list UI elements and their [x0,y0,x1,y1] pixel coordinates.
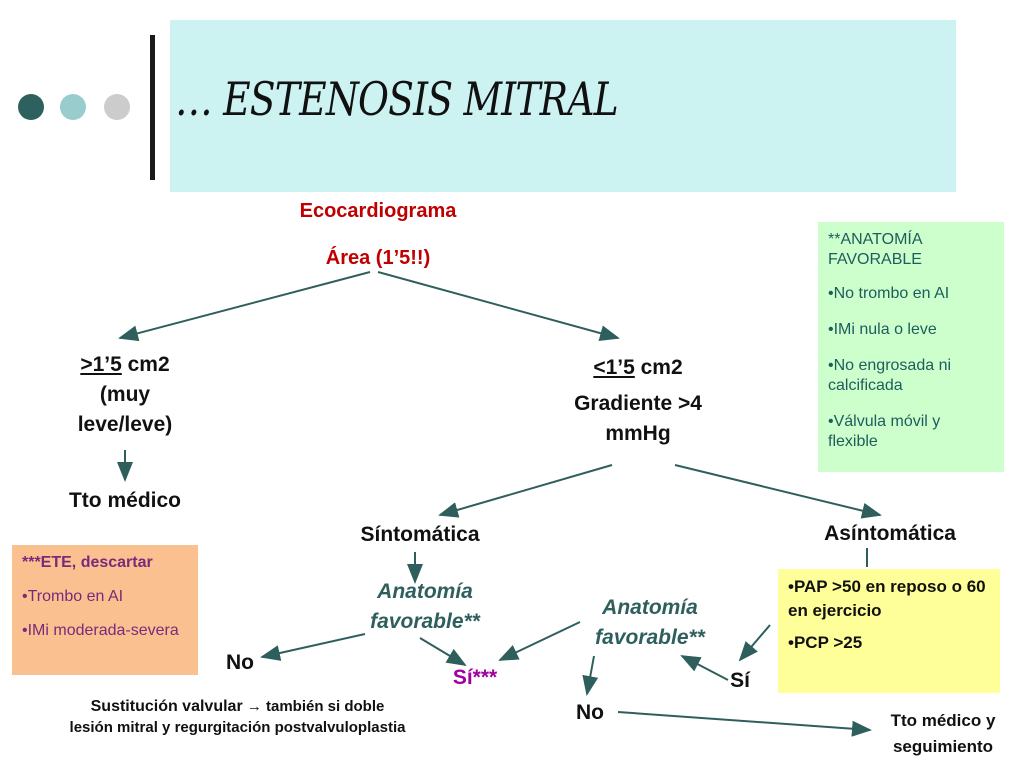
yellow-box-item-1: •PAP >50 en reposo o 60 en ejercicio [788,577,986,620]
anatomia-favorable-right: Anatomía favorable** [560,593,740,653]
sintomatica-label: Síntomática [360,523,480,546]
pap-pcp-box: •PAP >50 en reposo o 60 en ejercicio •PC… [778,569,1000,693]
arrow-right-to-sintomatica [438,464,613,518]
area-label: Área (1’5!!) [325,247,431,269]
yellow-box-item-2: •PCP >25 [788,633,863,652]
arrow-anatomia-left-to-si [419,637,467,667]
orange-box-item-1: •Trombo en AI [22,588,124,605]
no-bottom-label: No [576,701,604,724]
orange-box-item-2: •IMi moderada-severa [22,622,179,639]
right-branch-unit: cm2 [634,356,683,379]
arrow-area-to-left [118,271,371,342]
anatomia-favorable-box: **ANATOMÍA FAVORABLE •No trombo en AI •I… [818,222,1004,472]
arrow-anatomia-right-to-no [582,655,599,696]
green-box-item-3: •No engrosada ni calcificada [828,357,952,394]
right-branch-line3: mmHg [605,422,671,445]
anatomia-left-line2: favorable** [370,610,480,633]
arrow-area-to-right [377,271,620,341]
page-title: … ESTENOSIS MITRAL [175,72,619,126]
right-branch-node: <1’5 cm2 Gradiente >4 mmHg [528,353,748,449]
arrow-anatomia-left-to-no [260,633,366,661]
si-left-label: Sí*** [452,666,498,689]
green-box-item-1: •No trombo en AI [828,285,950,302]
left-branch-value: >1’5 [80,353,122,376]
tto-seguimiento-label: Tto médico y seguimiento [868,708,1018,760]
light-teal-dot-icon [60,94,86,120]
anatomia-right-line2: favorable** [595,626,705,649]
arrow-si-to-anatomia-right [680,655,729,681]
no-left-label: No [226,651,254,674]
title-divider [150,35,155,180]
right-branch-value: <1’5 [593,356,635,379]
orange-box-title: ***ETE, descartar [22,554,153,571]
ete-descartar-box: ***ETE, descartar •Trombo en AI •IMi mod… [12,545,198,675]
left-branch-unit: cm2 [121,353,170,376]
anatomia-left-line1: Anatomía [377,580,473,603]
sustitucion-title: Sustitución valvular [90,698,243,715]
left-branch-line2: (muy [99,383,151,406]
ecocardiograma-label: Ecocardiograma [299,200,457,222]
arrow-right-to-asintomatica [674,464,882,519]
asintomatica-label: Asíntomática [824,522,956,545]
arrow-no-to-tto [617,711,872,737]
sustitucion-line2: lesión mitral y regurgitación postvalvul… [69,719,406,736]
dark-dot-icon [18,94,44,120]
green-box-item-4: •Válvula móvil y flexible [828,413,941,450]
right-branch-line2: Gradiente >4 [574,392,702,415]
gray-dot-icon [104,94,130,120]
tto-medico-label: Tto médico [68,489,181,512]
si-right-label: Sí [730,669,750,692]
left-branch-line3: leve/leve) [77,413,173,436]
green-box-title: **ANATOMÍA FAVORABLE [828,231,922,268]
title-background [170,20,956,192]
tto-seguimiento-line2: seguimiento [892,737,994,756]
arrow-yellow-to-si [738,624,771,662]
left-branch-node: >1’5 cm2 (muy leve/leve) [25,350,225,440]
arrow-anatomia-right-to-si-left [498,621,581,661]
tto-seguimiento-line1: Tto médico y [890,711,996,730]
sustitucion-rest: → también si doble [242,698,385,715]
green-box-item-2: •IMi nula o leve [828,321,937,338]
sustitucion-valvular-note: Sustitución valvular → también si doble … [30,696,445,738]
anatomia-right-line1: Anatomía [602,596,698,619]
anatomia-favorable-left: Anatomía favorable** [335,577,515,637]
